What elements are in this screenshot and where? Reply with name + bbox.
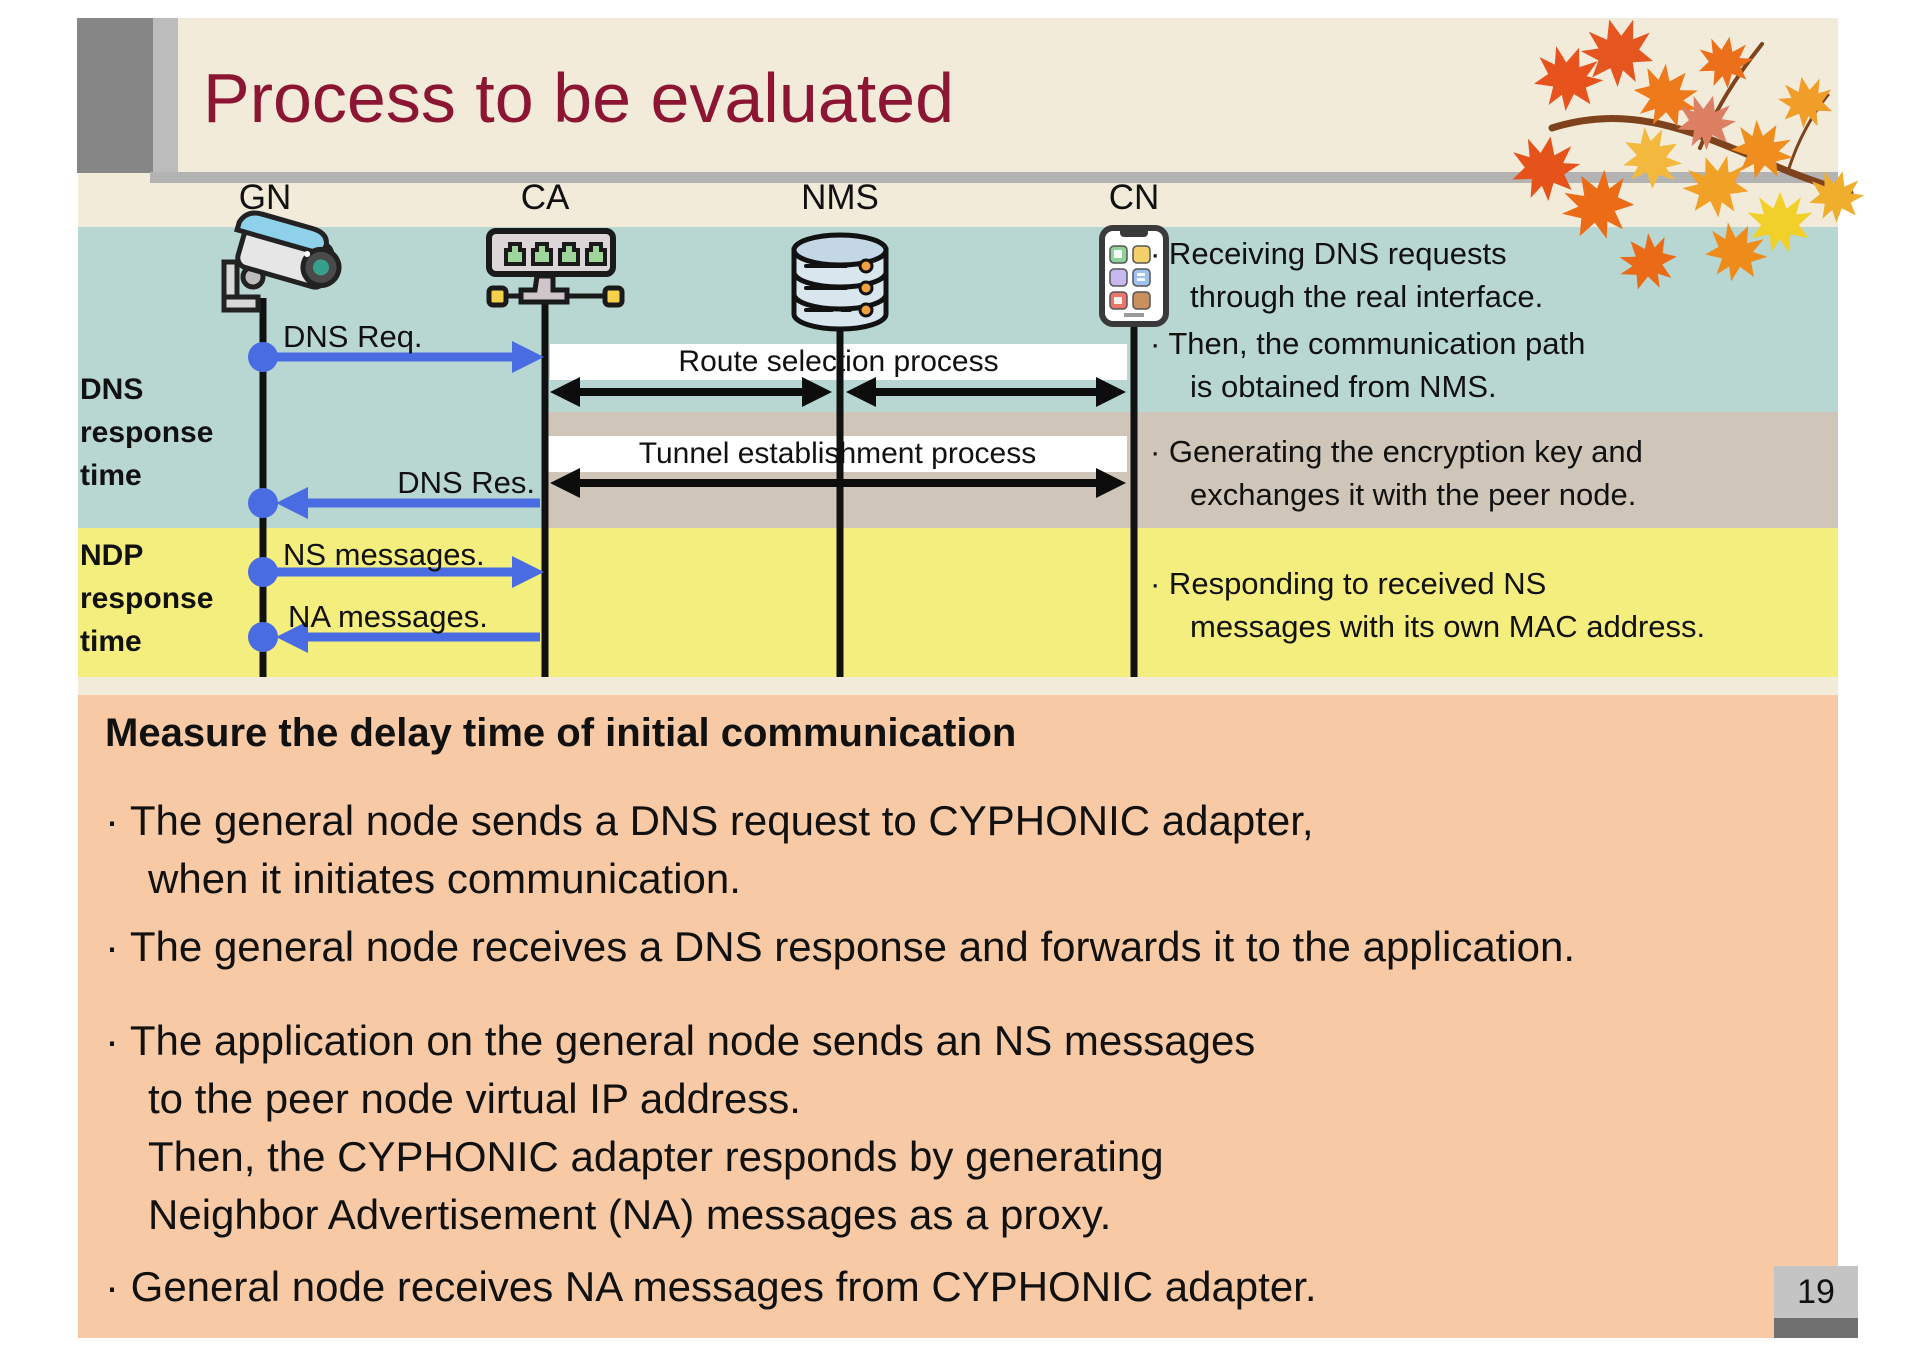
page-number-underline [1774, 1318, 1858, 1338]
summary-heading: Measure the delay time of initial commun… [105, 711, 1017, 755]
summary-bullet-ns-na: · The application on the general node se… [105, 1017, 1256, 1238]
route-selection-label: Route selection process [678, 345, 999, 378]
na-messages-label: NA messages. [288, 599, 488, 634]
dns-req-label: DNS Req. [283, 319, 423, 354]
dns-response-time-label: DNS response time [80, 373, 214, 492]
summary-bullet-na-received: · General node receives NA messages from… [105, 1263, 1317, 1310]
note-receiving-dns: · Receiving DNS requests through the rea… [1150, 236, 1544, 314]
title-accent-square [77, 18, 153, 173]
page-number: 19 [1774, 1266, 1858, 1318]
note-encryption-key: · Generating the encryption key and exch… [1150, 434, 1643, 512]
note-responding-ns: · Responding to received NS messages wit… [1150, 566, 1706, 644]
ns-messages-label: NS messages. [283, 537, 485, 572]
node-label-cn: CN [1108, 178, 1160, 217]
dns-res-label: DNS Res. [397, 465, 535, 500]
summary-bullet-dns-response: · The general node receives a DNS respon… [105, 923, 1576, 970]
ndp-phase-band [78, 528, 1838, 677]
ndp-response-time-label: NDP response time [80, 539, 214, 658]
note-communication-path: · Then, the communication path is obtain… [1150, 326, 1586, 404]
page-title: Process to be evaluated [203, 59, 955, 137]
tunnel-establishment-label: Tunnel establishment process [638, 437, 1037, 470]
title-accent-strip [153, 18, 178, 173]
node-label-gn: GN [238, 178, 292, 217]
title-underline-bar [150, 172, 1838, 183]
node-label-ca: CA [520, 178, 570, 217]
summary-bullet-dns-request: · The general node sends a DNS request t… [105, 797, 1314, 902]
node-label-nms: NMS [801, 178, 879, 217]
summary-panel [78, 695, 1838, 1338]
